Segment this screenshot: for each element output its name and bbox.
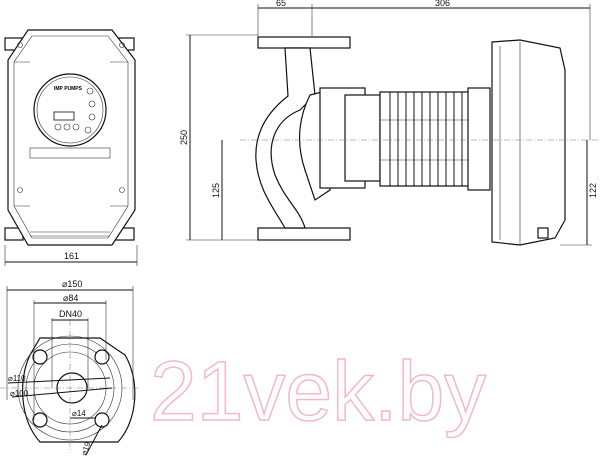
- bolt-hole-2-dimension: ⌀19: [79, 440, 92, 456]
- motor-axis-dimension: 122: [588, 183, 598, 198]
- logo: IMP PUMPS: [54, 86, 83, 92]
- flange-view: ⌀150 ⌀84 DN40 ⌀110 ⌀100 ⌀14 ⌀19: [0, 279, 140, 457]
- cooling-fins: [379, 91, 476, 187]
- axis-height-dimension: 125: [211, 183, 221, 198]
- outer-diameter-dimension: ⌀150: [62, 279, 82, 289]
- front-view: IMP PUMPS 161: [4, 29, 138, 266]
- width-dimension: 161: [64, 251, 79, 261]
- control-panel: [33, 73, 107, 147]
- height-dimension: 250: [179, 130, 189, 145]
- display: [53, 111, 75, 121]
- side-view: 65 306 250 125 122: [179, 0, 600, 246]
- nominal-diameter-dimension: DN40: [59, 309, 82, 319]
- svg-text:21vek.by: 21vek.by: [150, 344, 486, 438]
- bolt-hole-dimension: ⌀14: [72, 409, 86, 418]
- watermark: 21vek.by: [149, 343, 487, 439]
- bolt-circle-110-dimension: ⌀110: [8, 374, 26, 383]
- motor-length-dimension: 306: [435, 0, 450, 8]
- inlet-offset-dimension: 65: [276, 0, 286, 8]
- bolt-span-dimension: ⌀84: [63, 293, 78, 303]
- bolt-circle-100-dimension: ⌀100: [10, 389, 29, 398]
- electronics-box: [491, 39, 566, 246]
